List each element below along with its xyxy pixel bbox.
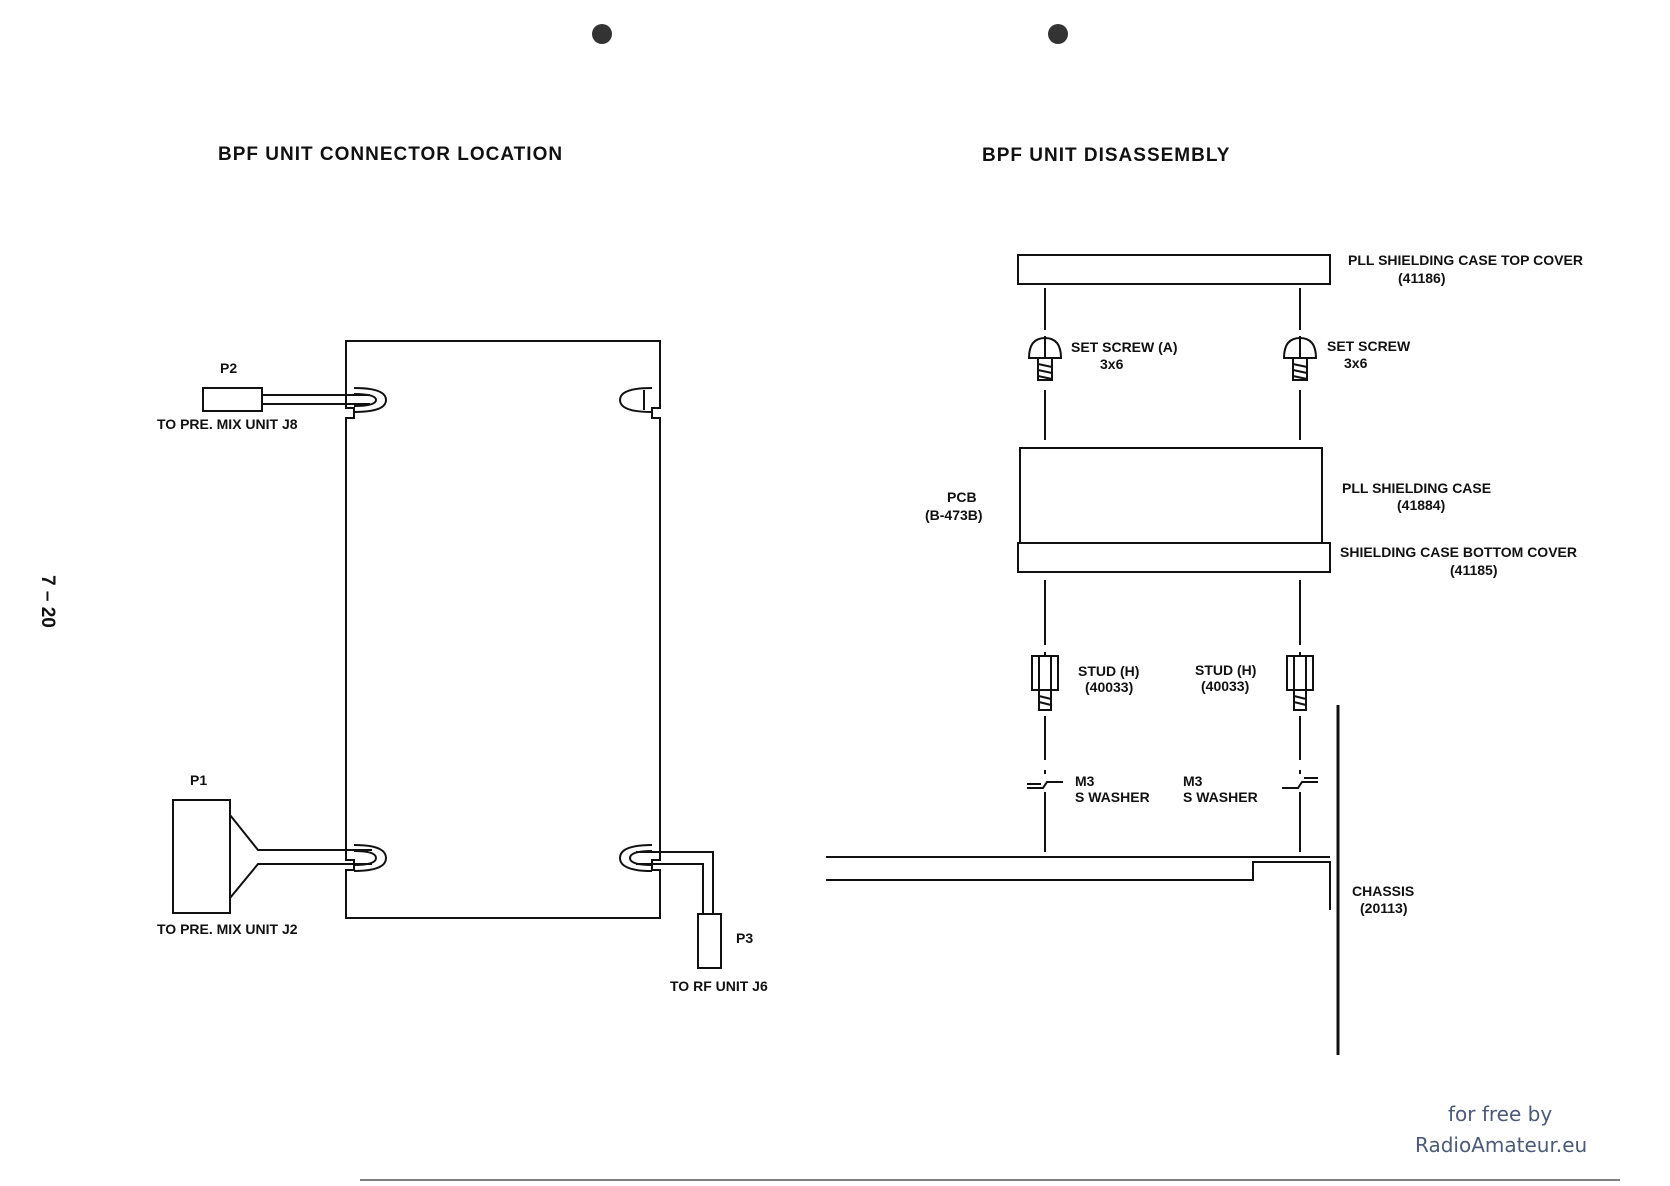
socket-top-left (353, 387, 388, 413)
stud-right-icon (1286, 655, 1314, 711)
pcb-label: PCB (947, 489, 977, 505)
set-screw-a-label: SET SCREW (A) (1071, 339, 1178, 355)
pll-shielding-case (1019, 447, 1323, 544)
stud-right-number: (40033) (1201, 678, 1249, 694)
washer-right-label: M3 (1183, 773, 1203, 789)
watermark-line2: RadioAmateur.eu (1415, 1133, 1587, 1157)
stud-left-label: STUD (H) (1078, 663, 1139, 679)
washer-left-icon (1027, 781, 1063, 789)
connector-location-title: BPF UNIT CONNECTOR LOCATION (218, 144, 563, 165)
stud-left-icon (1031, 655, 1059, 711)
socket-top-right (618, 387, 653, 413)
shielding-case-number: (41884) (1397, 497, 1445, 513)
top-cover-label: PLL SHIELDING CASE TOP COVER (1348, 252, 1583, 268)
shielding-case-label: PLL SHIELDING CASE (1342, 480, 1491, 496)
washer-right-type: S WASHER (1183, 789, 1258, 805)
top-cover-number: (41186) (1398, 270, 1445, 286)
chassis (826, 705, 1340, 1055)
bpf-unit-board (345, 340, 661, 919)
pcb-number: (B-473B) (925, 507, 983, 523)
washer-left-type: S WASHER (1075, 789, 1150, 805)
p3-label: TO RF UNIT J6 (670, 978, 768, 994)
chassis-label: CHASSIS (1352, 883, 1414, 899)
socket-bottom-right (618, 844, 653, 872)
p3-name: P3 (736, 930, 753, 946)
p2-name: P2 (220, 360, 237, 376)
bottom-cover-number: (41185) (1450, 562, 1497, 578)
set-screw-size: 3x6 (1344, 355, 1368, 371)
binder-hole-right (1048, 24, 1068, 44)
p1-name: P1 (190, 772, 207, 788)
set-screw-a-size: 3x6 (1100, 356, 1124, 372)
disassembly-title: BPF UNIT DISASSEMBLY (982, 145, 1230, 166)
binder-hole-left (592, 24, 612, 44)
chassis-number: (20113) (1360, 900, 1407, 916)
set-screw-icon (1282, 336, 1318, 381)
page-number: 7 – 20 (37, 575, 58, 628)
p2-label: TO PRE. MIX UNIT J8 (157, 416, 298, 432)
washer-left-label: M3 (1075, 773, 1095, 789)
p3-connector (636, 851, 722, 969)
bottom-cover (1017, 542, 1331, 573)
bottom-cover-label: SHIELDING CASE BOTTOM COVER (1340, 544, 1577, 560)
p1-label: TO PRE. MIX UNIT J2 (157, 921, 298, 937)
p2-connector (202, 387, 370, 412)
top-cover (1017, 254, 1331, 285)
stud-right-label: STUD (H) (1195, 662, 1256, 678)
p1-connector (172, 799, 372, 914)
set-screw-a-icon (1027, 336, 1063, 381)
socket-bottom-left (353, 844, 388, 872)
set-screw-label: SET SCREW (1327, 338, 1411, 354)
washer-right-icon (1282, 777, 1318, 789)
stud-left-number: (40033) (1085, 679, 1133, 695)
watermark-line1: for free by (1448, 1102, 1552, 1126)
